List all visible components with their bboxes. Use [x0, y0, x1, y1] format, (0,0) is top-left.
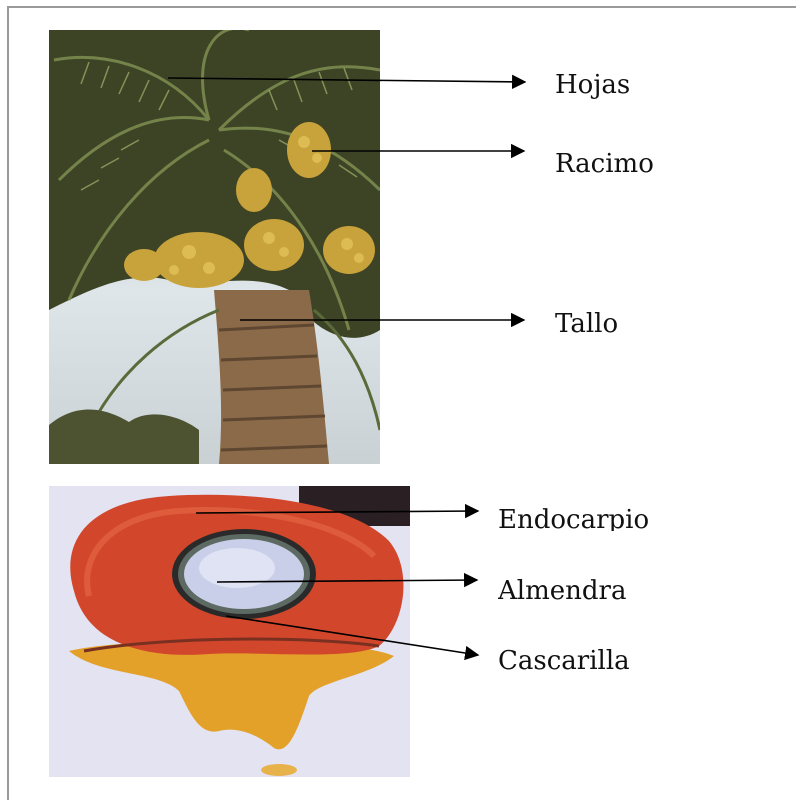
palm-tree-photo — [49, 30, 380, 464]
label-almendra: Almendra — [498, 578, 626, 602]
label-tallo: Tallo — [555, 311, 618, 337]
label-racimo: Racimo — [555, 151, 654, 177]
palm-fruit-photo — [49, 486, 410, 777]
label-endocarpio: Endocarpio — [498, 507, 649, 531]
label-hojas: Hojas — [555, 72, 630, 98]
label-cascarilla: Cascarilla — [498, 648, 630, 674]
